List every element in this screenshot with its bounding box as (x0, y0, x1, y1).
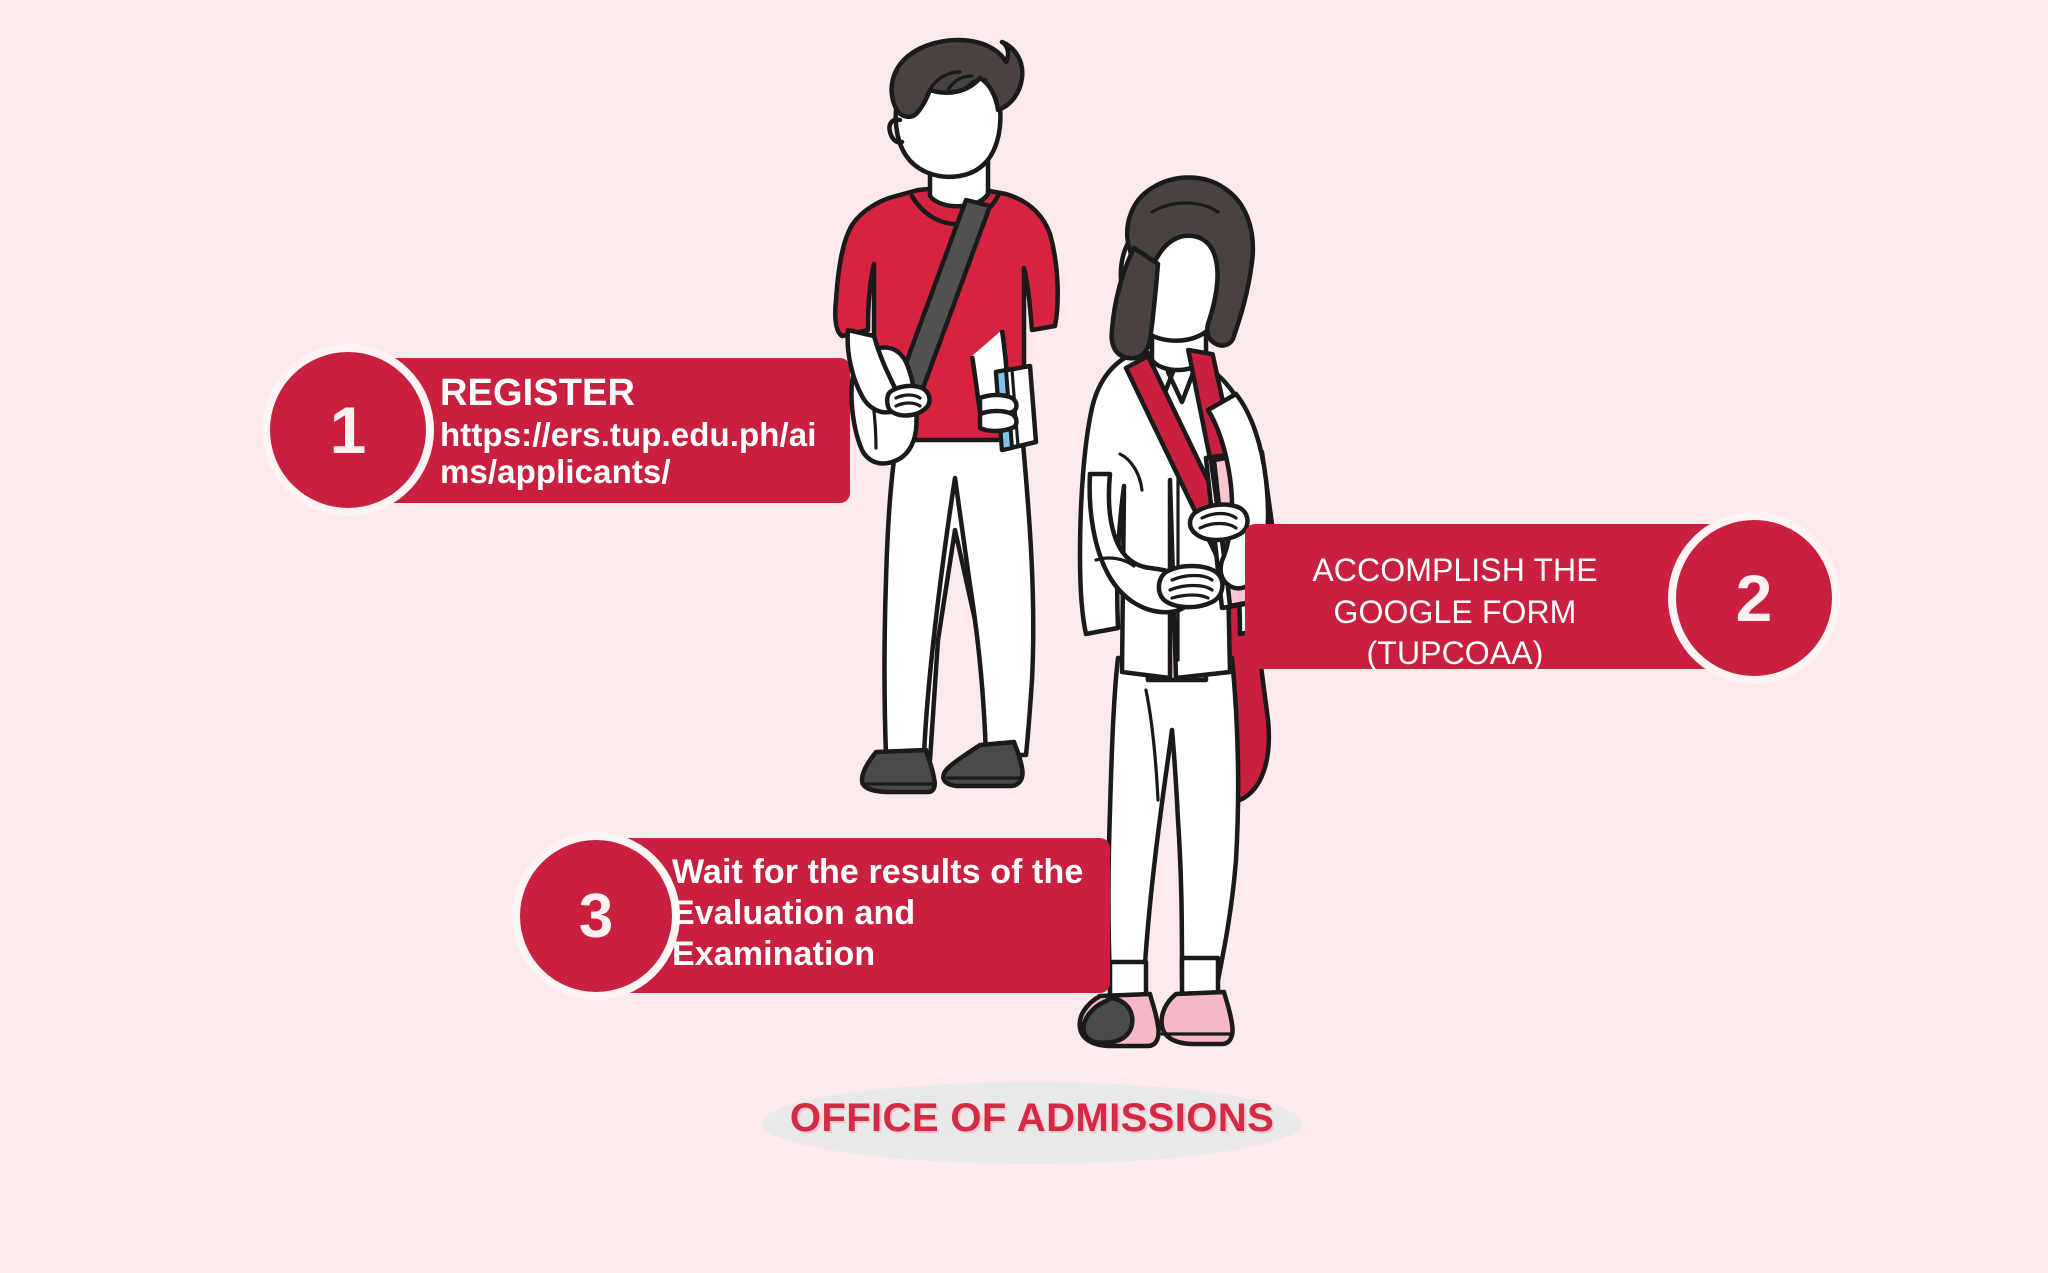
step-1-url[interactable]: https://ers.tup.edu.ph/aims/applicants/ (440, 415, 817, 491)
step-1-number-badge: 1 (262, 344, 434, 516)
step-3-title: Wait for the results of the Evaluation a… (672, 853, 1084, 973)
step-2-title: ACCOMPLISH THE GOOGLE FORM (TUPCOAA) (1312, 552, 1598, 672)
office-of-admissions-label: OFFICE OF ADMISSIONS (789, 1096, 1275, 1140)
step-1-text-block: REGISTER https://ers.tup.edu.ph/aims/app… (440, 372, 840, 491)
footer-ellipse-backdrop (762, 1082, 1302, 1164)
step-1-title: REGISTER (440, 372, 636, 414)
step-2-number-badge: 2 (1668, 512, 1840, 684)
step-3-number-badge: 3 (512, 832, 680, 1000)
male-student-figure (833, 37, 1060, 795)
